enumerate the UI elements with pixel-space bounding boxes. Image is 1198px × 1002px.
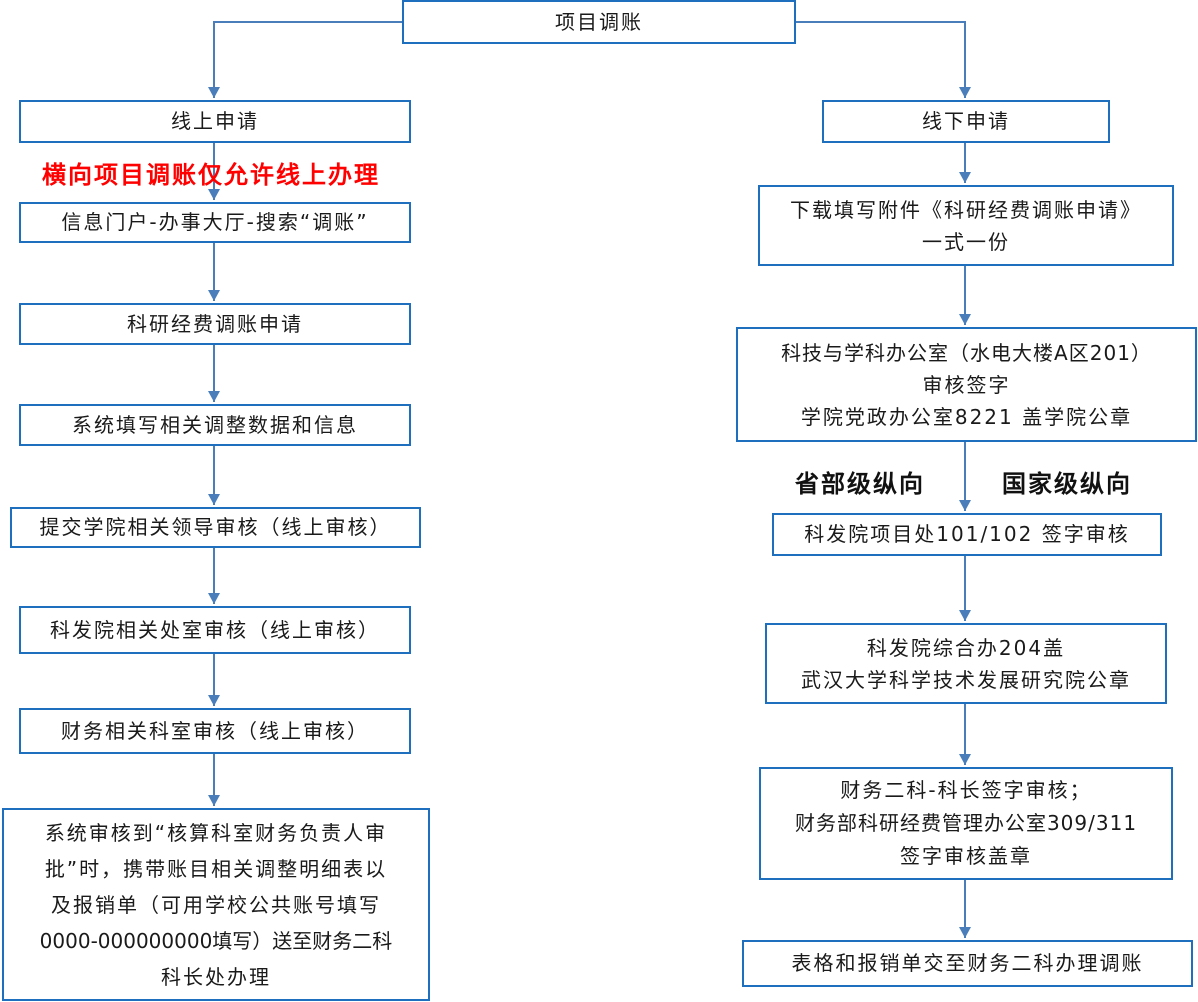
left-step-5: 科发院相关处室审核（线上审核）: [19, 606, 411, 654]
right-step-6: 表格和报销单交至财务二科办理调账: [742, 940, 1193, 987]
step-text: 武汉大学科学技术发展研究院公章: [801, 667, 1131, 692]
step-text: 科发院项目处101/102 签字审核: [804, 522, 1130, 546]
arrowhead-icon: [959, 927, 971, 938]
step-text: 科研经费调账申请: [127, 311, 303, 336]
national-label: 国家级纵向: [1002, 470, 1132, 498]
left-step-7: 系统审核到“核算科室财务负责人审 批”时，携带账目相关调整明细表以 及报销单（可…: [2, 808, 430, 1001]
step-text: 科发院综合办204盖: [866, 635, 1066, 660]
step-text: 科发院相关处室审核（线上审核）: [50, 617, 380, 642]
arrowhead-icon: [208, 87, 220, 98]
step-text: 科技与学科办公室（水电大楼A区201）: [781, 340, 1152, 365]
left-step-3: 系统填写相关调整数据和信息: [19, 404, 411, 446]
step-text: 及报销单（可用学校公共账号填写: [51, 892, 381, 917]
arrowhead-icon: [208, 494, 220, 505]
left-step-1: 信息门户-办事大厅-搜索“调账”: [19, 202, 411, 243]
horizontal-project-note: 横向项目调账仅允许线上办理: [42, 161, 380, 189]
right-step-3: 科发院项目处101/102 签字审核: [772, 513, 1162, 556]
step-text: 学院党政办公室8221 盖学院公章: [800, 404, 1133, 429]
step-text: 签字审核盖章: [900, 844, 1032, 868]
arrowhead-icon: [959, 610, 971, 621]
step-text: 科长处办理: [161, 964, 271, 989]
arrowhead-icon: [959, 172, 971, 183]
arrowhead-icon: [959, 87, 971, 98]
step-text: 下载填写附件《科研经费调账申请》: [790, 197, 1142, 222]
arrow-to-offline: [795, 21, 966, 98]
step-text: 一式一份: [922, 229, 1010, 254]
root-title: 项目调账: [555, 9, 643, 34]
left-step-4: 提交学院相关领导审核（线上审核）: [10, 507, 421, 548]
arrowhead-icon: [208, 695, 220, 706]
provincial-label: 省部级纵向: [795, 470, 925, 498]
arrowhead-icon: [208, 189, 220, 200]
arrow-to-online: [213, 21, 402, 98]
arrowhead-icon: [959, 314, 971, 325]
left-step-2: 科研经费调账申请: [19, 303, 411, 345]
offline-apply-box: 线下申请: [822, 100, 1110, 143]
arrowhead-icon: [208, 593, 220, 604]
arrowhead-icon: [208, 795, 220, 806]
step-text: 财务二科-科长签字审核；: [840, 778, 1092, 802]
offline-apply-label: 线下申请: [922, 109, 1010, 133]
right-step-5: 财务二科-科长签字审核； 财务部科研经费管理办公室309/311 签字审核盖章: [759, 767, 1173, 880]
step-text: 表格和报销单交至财务二科办理调账: [791, 951, 1144, 975]
right-step-4: 科发院综合办204盖 武汉大学科学技术发展研究院公章: [765, 623, 1167, 704]
step-text: 财务相关科室审核（线上审核）: [61, 718, 369, 743]
root-box: 项目调账: [402, 0, 796, 44]
step-text: 提交学院相关领导审核（线上审核）: [39, 515, 392, 539]
step-text: 0000-000000000填写）送至财务二科: [39, 928, 393, 953]
left-step-6: 财务相关科室审核（线上审核）: [19, 708, 411, 754]
right-step-2: 科技与学科办公室（水电大楼A区201） 审核签字 学院党政办公室8221 盖学院…: [736, 327, 1197, 442]
step-text: 批”时，携带账目相关调整明细表以: [44, 856, 388, 881]
arrowhead-icon: [208, 391, 220, 402]
step-text: 系统填写相关调整数据和信息: [72, 412, 358, 437]
right-step-1: 下载填写附件《科研经费调账申请》 一式一份: [758, 185, 1174, 266]
online-apply-box: 线上申请: [19, 100, 411, 143]
arrowhead-icon: [208, 290, 220, 301]
arrowhead-icon: [959, 754, 971, 765]
arrowhead-icon: [959, 500, 971, 511]
step-text: 系统审核到“核算科室财务负责人审: [44, 820, 388, 845]
step-text: 审核签字: [922, 372, 1011, 397]
online-apply-label: 线上申请: [171, 109, 259, 133]
step-text: 财务部科研经费管理办公室309/311: [794, 811, 1138, 835]
step-text: 信息门户-办事大厅-搜索“调账”: [61, 210, 369, 234]
